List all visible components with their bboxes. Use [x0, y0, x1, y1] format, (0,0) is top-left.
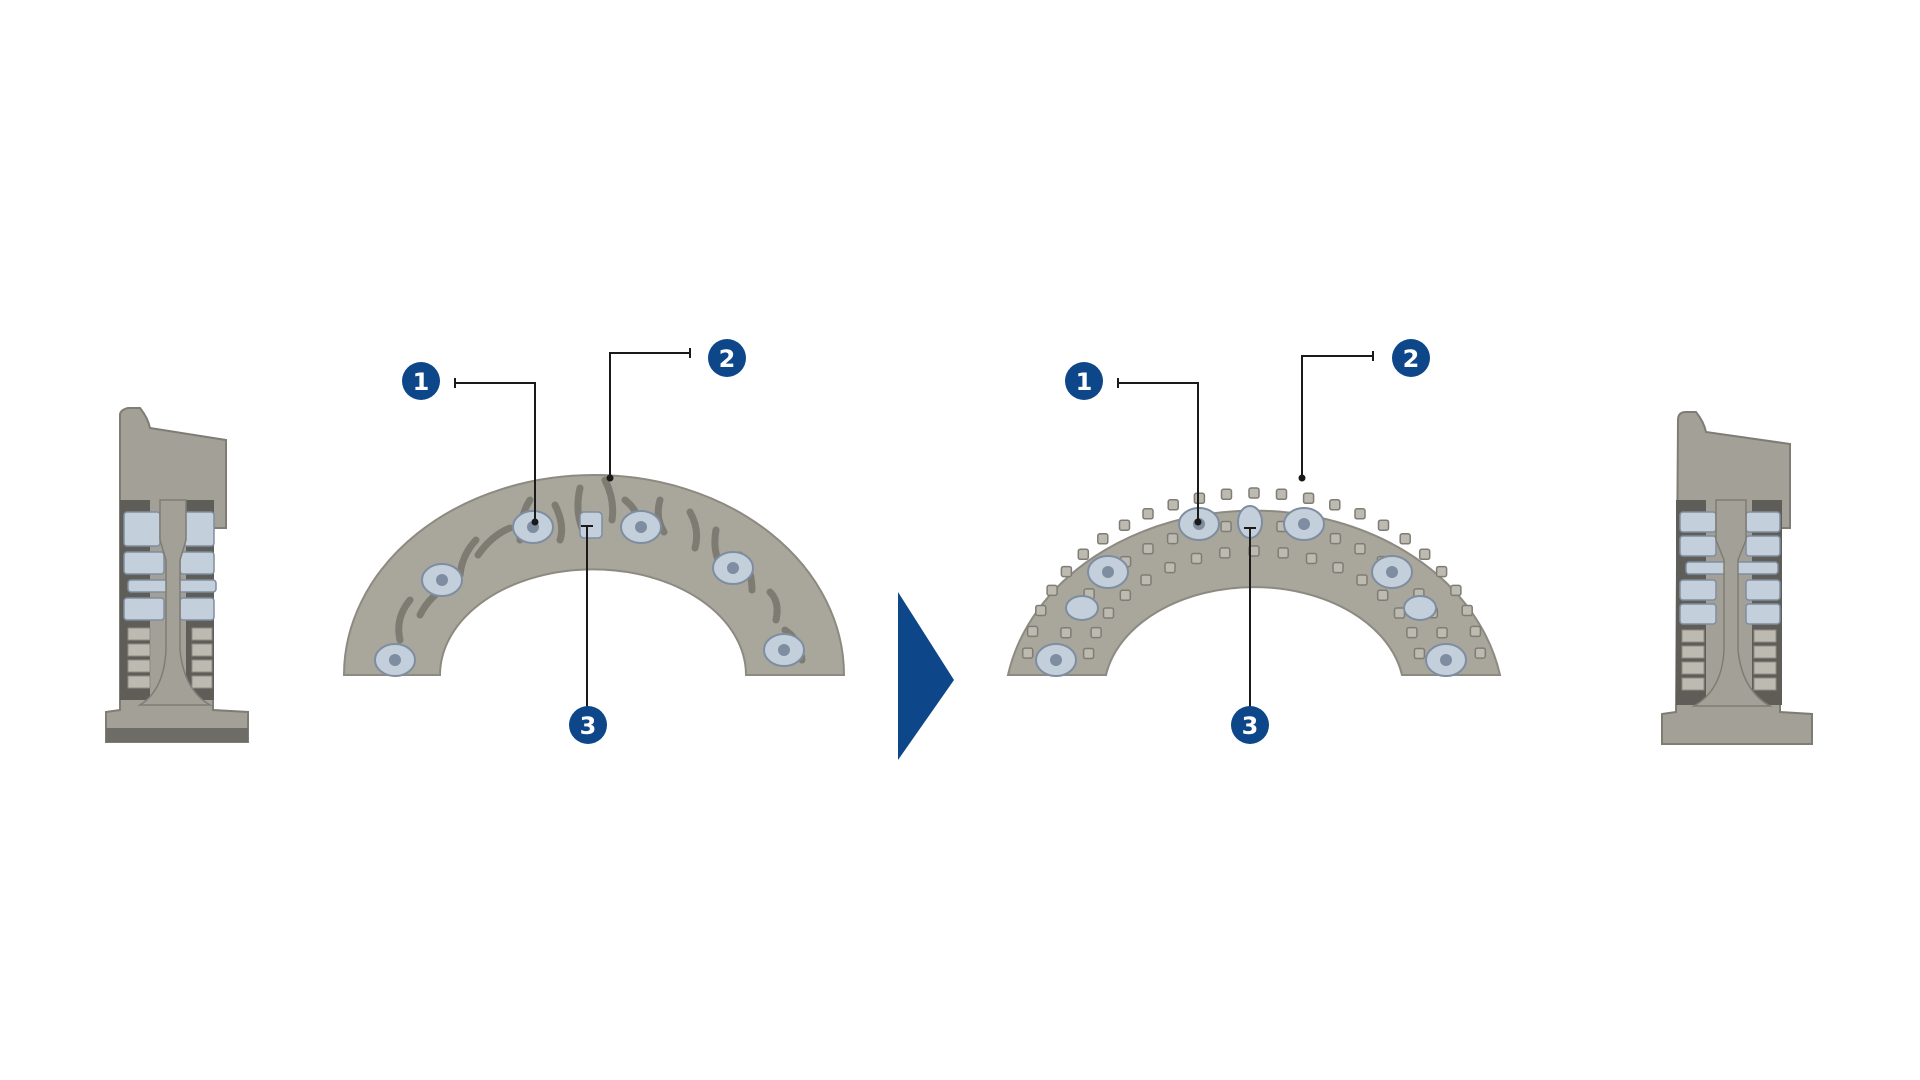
- stud: [1102, 607, 1115, 619]
- stud: [1060, 626, 1072, 639]
- stud: [1077, 548, 1090, 561]
- stud: [1166, 532, 1179, 545]
- left-cross-section: [105, 407, 249, 743]
- stud: [1097, 533, 1109, 545]
- left-callout-1: 1: [402, 362, 440, 400]
- stud: [1302, 492, 1315, 505]
- stud: [1035, 604, 1047, 617]
- stud: [1435, 565, 1448, 578]
- stud: [1474, 647, 1487, 659]
- stud: [1277, 547, 1289, 559]
- right-disc: [1006, 487, 1502, 677]
- stud: [1060, 565, 1073, 578]
- left-disc-hubs: [374, 510, 805, 677]
- stud: [1406, 626, 1418, 639]
- right-callout-1: 1: [1065, 362, 1103, 400]
- stud: [1436, 626, 1448, 639]
- left-callout-3: 3: [569, 706, 607, 744]
- stud: [1418, 548, 1431, 561]
- stud: [1413, 647, 1426, 660]
- stud: [1082, 647, 1095, 660]
- left-callout-1-label: 1: [413, 368, 430, 396]
- stud: [1090, 626, 1102, 639]
- stud: [1275, 488, 1288, 501]
- left-callout-3-label: 3: [580, 712, 597, 740]
- right-cross-section: [1661, 411, 1813, 745]
- stud: [1329, 499, 1341, 511]
- stud: [1248, 487, 1260, 499]
- stud: [1305, 552, 1318, 565]
- right-disc-hubs: [1035, 505, 1467, 677]
- stud: [1164, 561, 1176, 574]
- stud: [1376, 589, 1389, 602]
- stud: [1220, 520, 1232, 533]
- left-leader-lines: [454, 348, 691, 728]
- stud: [1142, 508, 1154, 520]
- stud: [1220, 488, 1233, 501]
- stud: [1354, 508, 1366, 520]
- right-callout-3: 3: [1231, 706, 1269, 744]
- stud: [1119, 589, 1132, 602]
- stud: [1450, 584, 1462, 597]
- stud: [1142, 543, 1154, 555]
- left-disc: [342, 474, 846, 677]
- stud: [1329, 532, 1342, 545]
- stud: [1046, 584, 1058, 597]
- stud: [1026, 625, 1039, 638]
- left-callout-2: 2: [708, 339, 746, 377]
- stud: [1377, 519, 1390, 531]
- stud: [1332, 561, 1344, 574]
- stud: [1399, 533, 1411, 545]
- stud: [1461, 604, 1473, 617]
- right-callout-2-label: 2: [1403, 345, 1420, 373]
- stud: [1190, 552, 1203, 565]
- stud: [1021, 647, 1034, 659]
- stud: [1354, 543, 1366, 555]
- chevron-right-arrow-icon: [898, 592, 954, 760]
- stud: [1469, 625, 1482, 638]
- stud: [1356, 574, 1368, 586]
- stud: [1140, 574, 1152, 586]
- stud: [1393, 607, 1406, 619]
- stud: [1219, 547, 1231, 559]
- stud: [1193, 492, 1206, 505]
- right-callout-2: 2: [1392, 339, 1430, 377]
- stud: [1167, 499, 1179, 511]
- left-callout-2-label: 2: [719, 345, 736, 373]
- stud: [1118, 519, 1131, 531]
- right-leader-lines: [1117, 351, 1374, 728]
- right-callout-1-label: 1: [1076, 368, 1093, 396]
- right-callout-3-label: 3: [1242, 712, 1259, 740]
